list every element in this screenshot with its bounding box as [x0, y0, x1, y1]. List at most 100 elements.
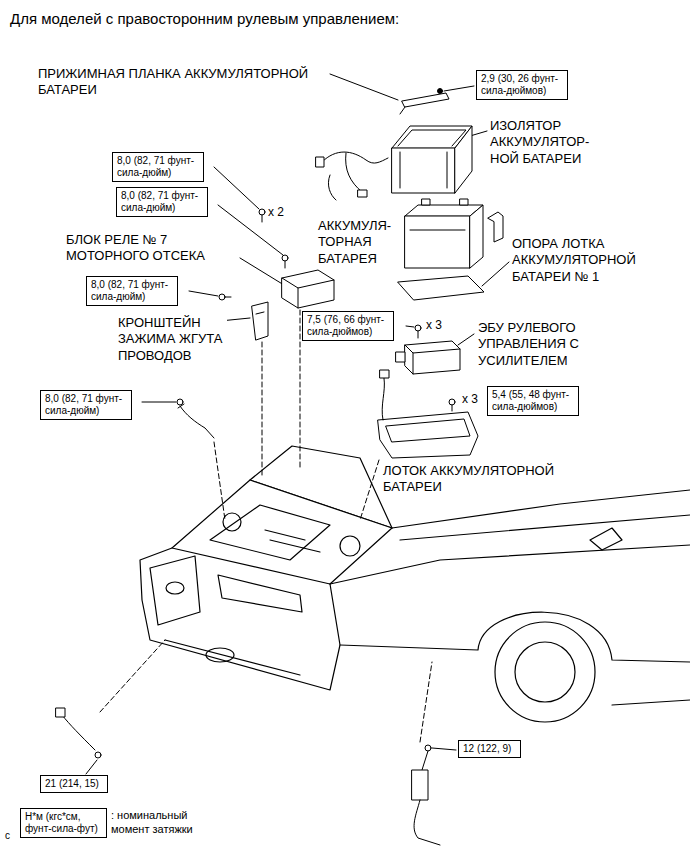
legend-note: : номинальный момент затяжки [111, 809, 197, 837]
torque-value: 5,4 (55, 48 фунт- сила-дюймов) [492, 389, 574, 413]
leader-line [482, 262, 509, 286]
battery-insulator [392, 126, 472, 193]
bolt [259, 209, 265, 215]
torque-value: 8,0 (82, 71 фунт- сила-дюйм) [117, 155, 199, 179]
leader-line [86, 760, 97, 774]
leader-line [142, 402, 176, 403]
part-label: КРОНШТЕЙН ЗАЖИМА ЖГУТА ПРОВОДОВ [118, 315, 227, 364]
label-holder: КРОНШТЕЙН ЗАЖИМА ЖГУТА ПРОВОДОВ [118, 315, 227, 364]
vehicle [265, 530, 320, 552]
leader-line [214, 167, 259, 209]
torque-box: 8,0 (82, 71 фунт- сила-дюйм) [116, 187, 208, 217]
torque-box: 12 (122, 9) [458, 740, 521, 758]
battery-tray [380, 370, 389, 378]
battery-tray [378, 412, 478, 458]
torque-box: 21 (214, 15) [40, 775, 108, 793]
battery-insulator [455, 126, 472, 193]
bolt [425, 745, 431, 751]
battery [405, 199, 483, 268]
leader-line [189, 291, 218, 296]
battery-insulator [392, 148, 455, 193]
battery [422, 199, 430, 205]
hold-down-clamp [438, 89, 443, 94]
vehicle [495, 622, 595, 722]
tray-support [398, 212, 503, 300]
figure-code: c [5, 830, 14, 843]
bolt [95, 752, 101, 758]
torque-value: Н*м (кгс*см, фунт-сила-фут) [25, 811, 102, 835]
installation-line [100, 640, 165, 712]
torque-value: 8,0 (82, 71 фунт- сила-дюйм) [45, 393, 127, 417]
bolt [262, 215, 263, 222]
vehicle [150, 556, 200, 625]
legend-box: Н*м (кгс*см, фунт-сила-фут) [20, 808, 107, 838]
torque-box: 2,9 (30, 26 фунт- сила-дюймов) [476, 70, 568, 100]
page-title: Для моделей с правосторонним рулевым упр… [10, 10, 399, 27]
hold-down-clamp [400, 107, 405, 114]
label-holder: x 3 [462, 392, 483, 407]
torque-box: 8,0 (82, 71 фунт- сила-дюйм) [112, 152, 204, 182]
vehicle [166, 582, 184, 594]
torque-value: 7,5 (76, 66 фунт- сила-дюймов) [307, 314, 389, 338]
relay-block [282, 270, 334, 308]
installation-line [100, 310, 432, 742]
cable [56, 708, 95, 750]
battery-tray [386, 419, 470, 442]
battery [405, 216, 470, 268]
part-label: ОПОРА ЛОТКА АККУМУЛЯТОРНОЙ БАТАРЕИ № 1 [512, 236, 640, 285]
battery [410, 230, 465, 231]
cable [56, 708, 65, 717]
wire-harness [316, 152, 388, 200]
cable [62, 715, 95, 750]
relay-block [282, 270, 334, 308]
vehicle [515, 642, 575, 702]
bolt [415, 325, 421, 331]
power-steering-ecu [396, 352, 405, 362]
part-label: ЭБУ РУЛЕВОГО УПРАВЛЕНИЯ С УСИЛИТЕЛЕМ [478, 320, 583, 369]
torque-value: 8,0 (82, 71 фунт- сила-дюйм) [121, 190, 203, 214]
label-holder: ОПОРА ЛОТКА АККУМУЛЯТОРНОЙ БАТАРЕИ № 1 [512, 236, 640, 285]
leader-line [470, 131, 487, 136]
torque-value: 8,0 (82, 71 фунт- сила-дюйм) [91, 279, 173, 303]
leader-line [330, 74, 398, 100]
torque-box: 5,4 (55, 48 фунт- сила-дюймов) [487, 386, 579, 416]
bolt [449, 399, 455, 405]
vehicle [590, 528, 622, 550]
torque-box: 8,0 (82, 71 фунт- сила-дюйм) [40, 390, 132, 420]
ground-cable [177, 399, 183, 405]
quantity-mark: x 3 [426, 318, 447, 333]
harness-clamp-bracket [252, 302, 268, 340]
wire-harness [346, 153, 362, 192]
relay-block [282, 278, 334, 308]
vehicle [172, 480, 392, 584]
leader-line [240, 258, 284, 285]
vehicle [223, 513, 241, 531]
torque-value: 21 (214, 15) [45, 778, 103, 790]
leader-line [444, 86, 474, 91]
wire-harness [328, 175, 336, 200]
bolt [225, 297, 231, 298]
battery [470, 205, 483, 268]
vehicle [330, 545, 690, 584]
bolt [418, 331, 419, 338]
label-holder: c [5, 830, 14, 843]
vehicle [140, 446, 690, 722]
part-label: АККУМУЛЯ- ТОРНАЯ БАТАРЕЯ [318, 218, 396, 267]
vehicle [218, 575, 302, 612]
harness-clamp-bracket [252, 302, 268, 340]
harness-clamp-bracket [256, 312, 264, 314]
title-holder: Для моделей с правосторонним рулевым упр… [10, 10, 399, 27]
torque-value: 2,9 (30, 26 фунт- сила-дюймов) [481, 73, 563, 97]
torque-box: 7,5 (76, 66 фунт- сила-дюймов) [302, 311, 394, 341]
vehicle [340, 612, 690, 662]
installation-line [420, 662, 432, 742]
bolt [219, 294, 225, 300]
hold-down-clamp [402, 93, 449, 107]
tray-support [488, 212, 503, 242]
label-holder: БЛОК РЕЛЕ № 7 МОТОРНОГО ОТСЕКА [66, 232, 209, 265]
label-holder: : номинальный момент затяжки [111, 809, 197, 837]
bolt [452, 405, 453, 411]
vehicle [210, 505, 330, 560]
wire-harness [322, 152, 388, 163]
